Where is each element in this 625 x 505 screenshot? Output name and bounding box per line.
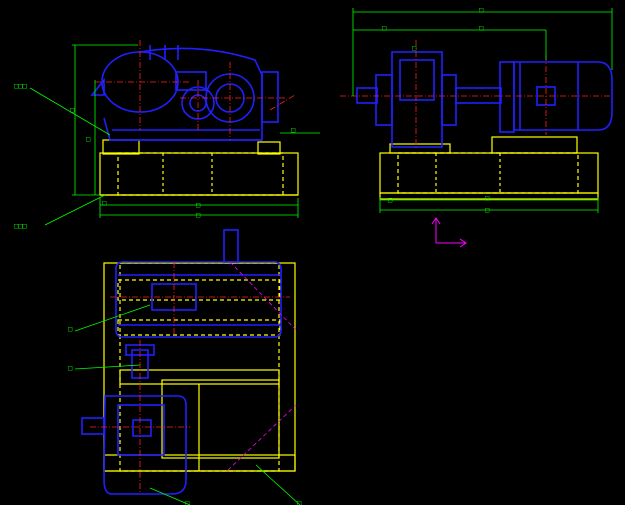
- front-dim-text-1: □: [70, 106, 74, 114]
- front-base-frame: [99, 139, 299, 196]
- front-callout-top: □□□: [14, 82, 27, 90]
- side-base-frame: [379, 136, 599, 200]
- side-dimension-text: □ □ □ □ □ □ □: [382, 6, 489, 214]
- front-view: □ □ □ □ □ □ □□□ □□□: [14, 40, 320, 230]
- side-dimensions: [352, 8, 613, 213]
- front-dim-text-5: □: [291, 126, 295, 134]
- front-dim-text-6: □: [102, 199, 106, 207]
- front-dimension-text: □ □ □ □ □ □ □□□ □□□: [14, 82, 295, 230]
- front-dim-text-4: □: [196, 211, 200, 219]
- front-centerlines: [95, 40, 296, 140]
- side-gearbox: [356, 51, 613, 148]
- side-dim-text-7: □: [388, 196, 392, 204]
- side-dim-text-2: □: [479, 24, 483, 32]
- side-dim-text-4: □: [382, 24, 386, 32]
- front-gearbox: [90, 45, 279, 141]
- side-dim-text-3: □: [412, 44, 416, 52]
- plan-gearbox: [81, 229, 282, 495]
- front-dim-text-3: □: [196, 201, 200, 209]
- plan-callout-text: □ □ □ □: [68, 325, 301, 505]
- side-dim-text-6: □: [485, 206, 489, 214]
- plan-view: □ □ □ □: [68, 229, 301, 505]
- front-callout-bottom: □□□: [14, 222, 27, 230]
- plan-callout-2: □: [68, 364, 72, 372]
- ucs-axes-icon: [431, 217, 467, 248]
- plan-leaders: [74, 304, 301, 505]
- plan-centerlines: [90, 262, 290, 494]
- side-centerlines: [340, 40, 612, 150]
- plan-hidden-lines: [227, 261, 297, 471]
- side-dim-text-1: □: [479, 6, 483, 14]
- front-dimensions: [29, 44, 320, 226]
- plan-callout-1: □: [68, 325, 72, 333]
- side-dim-text-5: □: [485, 194, 489, 202]
- side-view: □ □ □ □ □ □ □: [340, 6, 613, 214]
- plan-callout-4: □: [297, 499, 301, 505]
- front-dim-text-2: □: [86, 135, 90, 143]
- plan-callout-3: □: [185, 499, 189, 505]
